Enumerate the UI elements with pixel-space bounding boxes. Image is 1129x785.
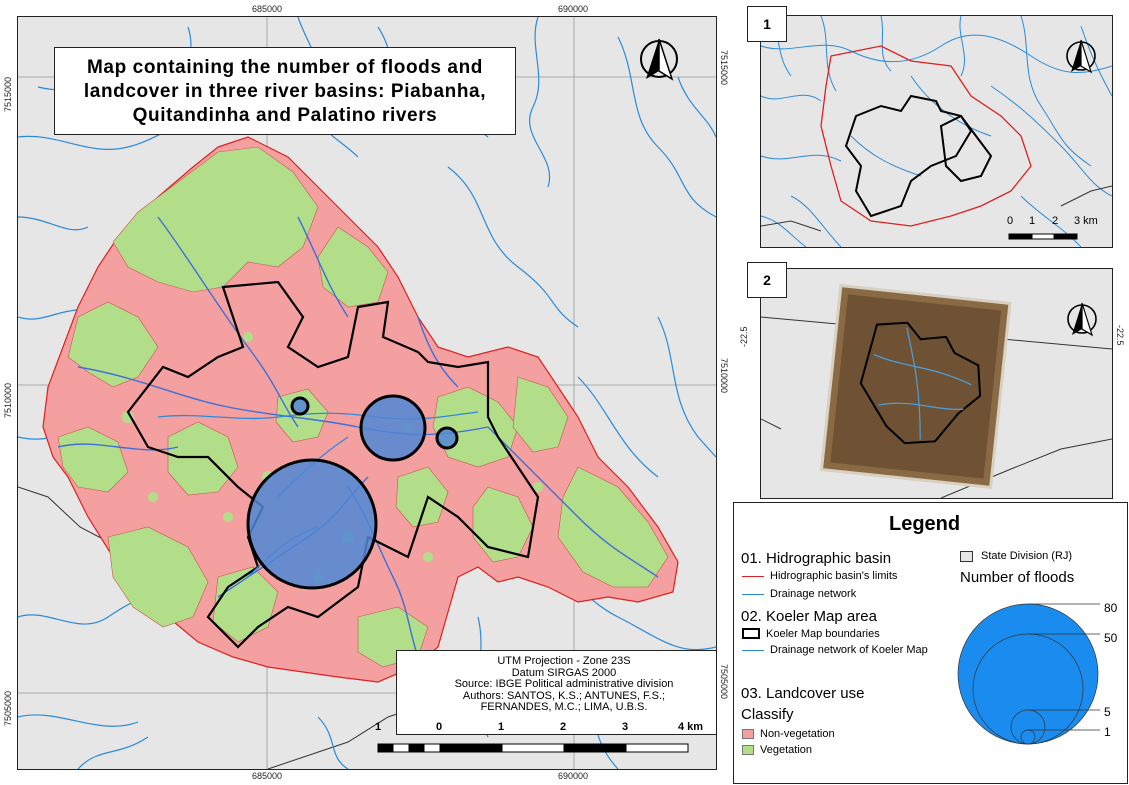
scale-tick-2: 2 (560, 721, 567, 733)
legend: Legend 01. Hidrographic basin Hidrograph… (733, 502, 1128, 784)
coord-right-bot: 7505000 (719, 664, 729, 700)
flood-circle-medium (359, 394, 427, 462)
legend-sec-basin: 01. Hidrographic basin (741, 550, 892, 567)
inset-2-coord-right: -22.5 (1115, 325, 1125, 346)
coord-bottom-left: 685000 (252, 771, 283, 781)
legend-veg: Vegetation (760, 744, 812, 756)
legend-koeler-drainage-swatch (742, 650, 764, 651)
inset-1-number: 1 (747, 6, 787, 42)
map-title-line-3: Quitandinha and Palatino rivers (132, 105, 438, 126)
map-title: Map containing the number of floods and … (54, 47, 516, 135)
main-scale-bar (377, 743, 689, 753)
inset-1-map[interactable]: 0 1 2 3 km (760, 15, 1113, 248)
legend-classify: Classify (741, 706, 794, 723)
koeler-historic-map (819, 283, 1012, 490)
inset-2-number: 2 (747, 262, 787, 298)
legend-basin-limits-swatch (742, 576, 764, 577)
koeler-boundary (126, 280, 540, 649)
north-arrow-icon (640, 38, 678, 81)
flood-legend-50: 50 (1104, 631, 1118, 645)
flood-size-legend (957, 603, 1100, 745)
legend-basin-limits: Hidrographic basin's limits (770, 570, 898, 582)
credit-datum: Datum SIRGAS 2000 (511, 666, 617, 679)
north-arrow-icon (1067, 302, 1097, 337)
main-map-svg (18, 17, 716, 769)
inset-1-scale-3km: 3 km (1074, 215, 1098, 227)
coord-top-left: 685000 (252, 4, 283, 14)
coord-left-bot: 7505000 (3, 690, 13, 726)
inset-1-scale-0: 0 (1007, 215, 1014, 227)
legend-koeler-bounds-swatch (742, 628, 760, 639)
coord-bottom-right: 690000 (558, 771, 589, 781)
coord-top-right: 690000 (558, 4, 589, 14)
inset-1-scale-1: 1 (1029, 215, 1036, 227)
inset-1-scale-2: 2 (1052, 215, 1059, 227)
coord-right-top: 7515000 (719, 50, 729, 86)
flood-legend-80: 80 (1104, 601, 1118, 615)
coord-left-mid: 7510000 (3, 382, 13, 418)
inset-2-coord-left: -22.5 (739, 326, 749, 347)
inset-1-scale-bar (1008, 233, 1078, 240)
scale-tick-0: 0 (436, 721, 443, 733)
flood-legend-circle-80 (957, 603, 1099, 745)
flood-circles (246, 394, 459, 590)
legend-state-swatch (960, 551, 973, 562)
legend-floods-title: Number of floods (960, 569, 1075, 586)
legend-drainage-swatch (742, 594, 764, 595)
legend-veg-swatch (742, 745, 754, 755)
scale-tick-1l: 1 (375, 721, 382, 733)
legend-sec-koeler: 02. Koeler Map area (741, 608, 877, 625)
credit-projection: UTM Projection - Zone 23S (497, 655, 631, 667)
legend-nonveg: Non-vegetation (760, 728, 835, 740)
map-title-line-1: Map containing the number of floods and (87, 57, 483, 78)
legend-koeler-bounds: Koeler Map boundaries (766, 628, 880, 640)
flood-circle-small-a (290, 396, 310, 416)
north-arrow-icon (1066, 39, 1096, 74)
scale-tick-4km: 4 km (678, 721, 704, 733)
coord-right-mid: 7510000 (719, 358, 729, 394)
legend-drainage: Drainage network (770, 588, 857, 600)
credit-authors-1: Authors: SANTOS, K.S.; ANTUNES, F.S.; (462, 689, 666, 702)
credits-box: UTM Projection - Zone 23S Datum SIRGAS 2… (396, 650, 716, 735)
flood-circle-small-b (435, 426, 459, 450)
legend-nonveg-swatch (742, 729, 754, 739)
credit-source: Source: IBGE Political administrative di… (454, 678, 674, 690)
inset-2-map[interactable] (760, 268, 1113, 499)
main-map[interactable]: Map containing the number of floods and … (17, 16, 717, 770)
flood-legend-5: 5 (1104, 705, 1111, 719)
scale-tick-1: 1 (498, 721, 505, 733)
flood-circle-large (246, 458, 378, 590)
scale-tick-3: 3 (622, 721, 629, 733)
flood-legend-1: 1 (1104, 725, 1111, 739)
coord-left-top: 7515000 (3, 76, 13, 112)
legend-title: Legend (889, 513, 961, 535)
vegetation-areas (57, 146, 669, 668)
credit-authors-2: FERNANDES, M.C.; LIMA, U.B.S. (480, 701, 648, 713)
map-title-line-2: landcover in three river basins: Piabanh… (83, 81, 487, 102)
legend-koeler-drainage: Drainage network of Koeler Map (770, 644, 928, 656)
legend-sec-landcover: 03. Landcover use (741, 685, 865, 702)
legend-state: State Division (RJ) (981, 550, 1073, 562)
